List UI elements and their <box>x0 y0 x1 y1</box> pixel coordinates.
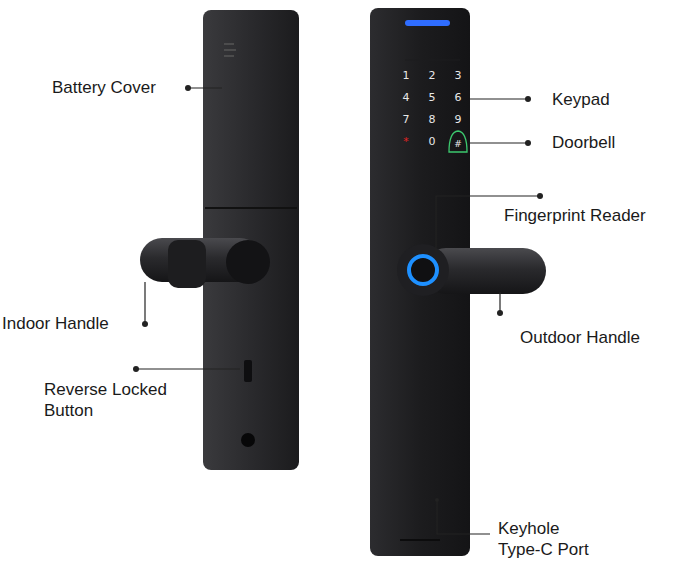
part-label: Indoor Handle <box>2 313 137 334</box>
leader-line <box>470 98 528 99</box>
leader-line <box>499 292 500 312</box>
keypad-key: 9 <box>448 112 468 128</box>
keypad-key: 2 <box>422 68 442 84</box>
keypad-key: 5 <box>422 90 442 106</box>
leader-line <box>188 87 222 88</box>
leader-dot <box>435 498 439 502</box>
leader-dot <box>142 321 148 327</box>
leader-dot <box>497 310 503 316</box>
keypad-key: 6 <box>448 90 468 106</box>
keypad-area <box>405 60 460 61</box>
part-label: Outdoor Handle <box>520 327 675 348</box>
status-led <box>405 20 450 26</box>
keypad-key: 8 <box>422 112 442 128</box>
keypad-key: 3 <box>448 68 468 84</box>
leader-dot <box>525 96 531 102</box>
keypad-key: # <box>448 136 468 152</box>
cover-seam <box>205 207 297 209</box>
keyhole <box>241 433 255 447</box>
leader-line <box>470 142 528 143</box>
keypad-key: 7 <box>396 112 416 128</box>
keypad-key: 1 <box>396 68 416 84</box>
handle-base <box>397 244 449 296</box>
fingerprint-reader <box>409 256 437 284</box>
reverse-button <box>244 360 252 382</box>
leader-line <box>437 500 490 534</box>
leader-dot <box>185 85 191 91</box>
keypad-key: 4 <box>396 90 416 106</box>
keypad-key: * <box>396 134 416 150</box>
thumb-turn <box>168 240 206 288</box>
keypad-key: 0 <box>422 134 442 150</box>
cover-mark <box>224 44 236 56</box>
part-label: Keyhole Type-C Port <box>498 518 603 560</box>
leader-dot <box>133 366 139 372</box>
leader-dot <box>537 193 543 199</box>
leader-line <box>144 282 145 322</box>
part-label: Battery Cover <box>52 77 192 98</box>
leader-dot <box>525 140 531 146</box>
handle-base <box>226 240 270 284</box>
part-label: Reverse Locked Button <box>44 379 194 421</box>
leader-dots <box>133 85 543 502</box>
bell-icon <box>449 131 467 152</box>
leader-lines <box>136 88 538 534</box>
part-label: Doorbell <box>552 132 662 153</box>
keyhole-slot <box>400 539 440 541</box>
part-label: Fingerprint Reader <box>504 205 676 226</box>
leader-line <box>136 368 240 369</box>
part-label: Keypad <box>552 89 662 110</box>
